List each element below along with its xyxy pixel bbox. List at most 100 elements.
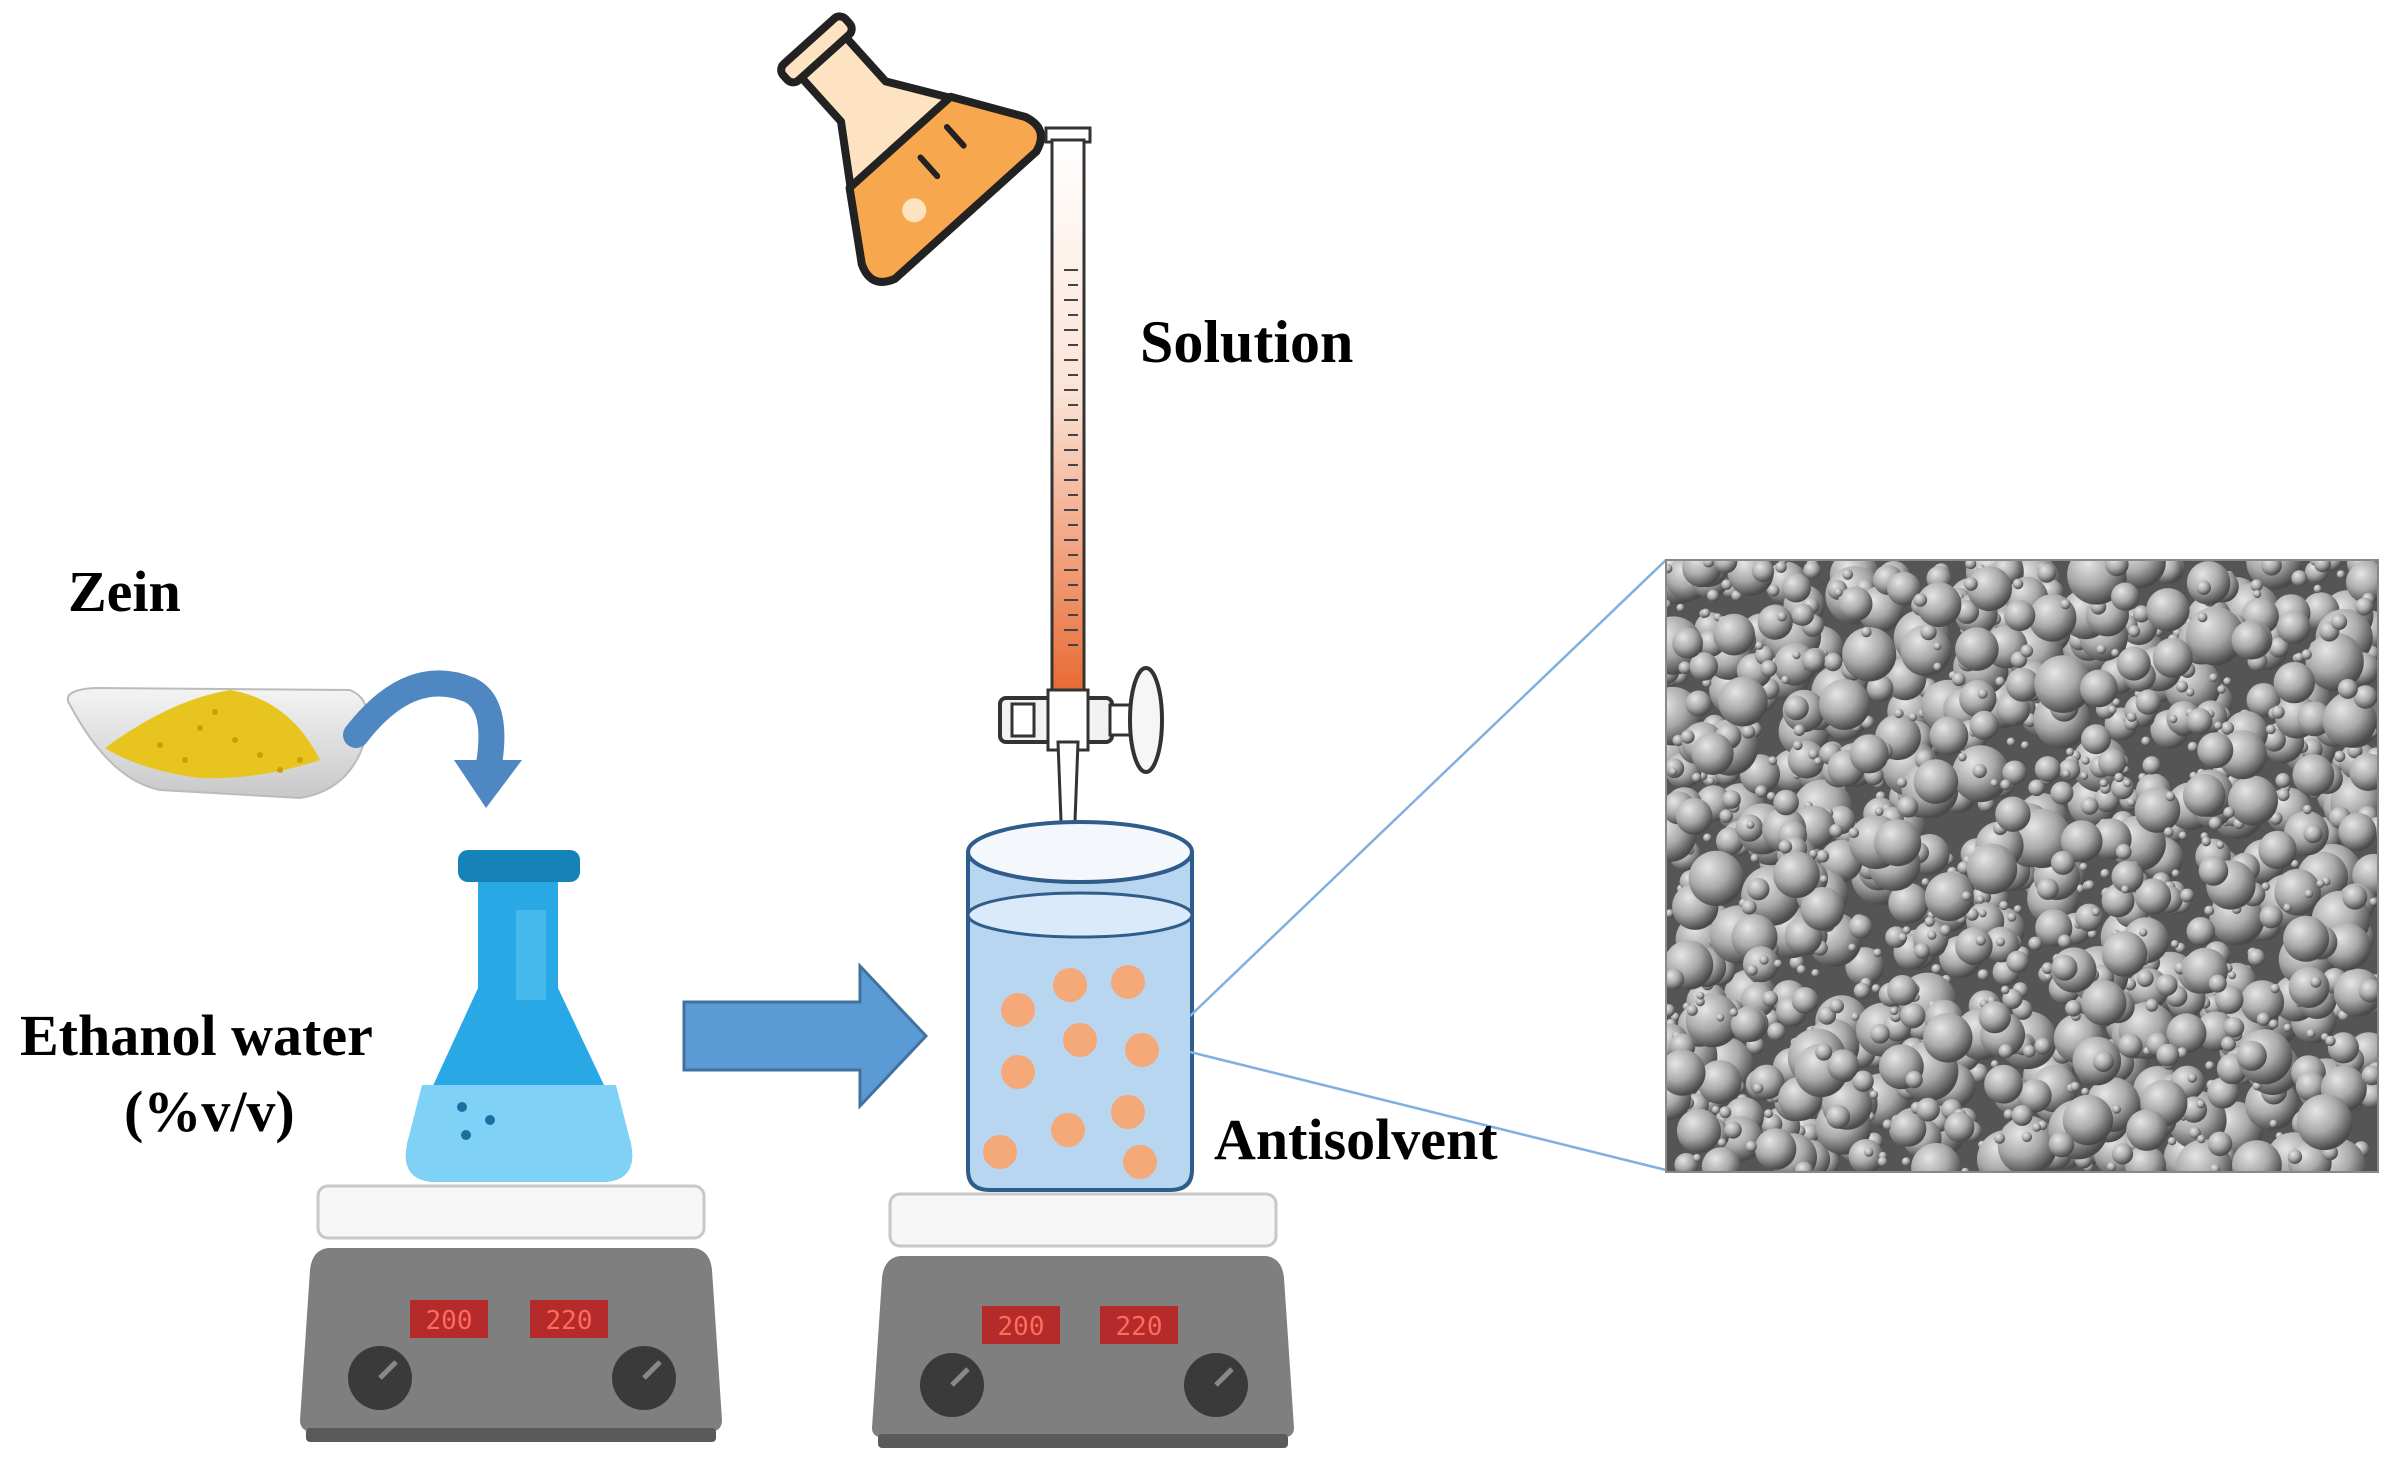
sem-particle xyxy=(2004,599,2036,632)
sem-particle xyxy=(1754,1128,1797,1170)
sem-particle xyxy=(1966,843,2018,895)
sem-particle xyxy=(2297,701,2333,737)
sem-particle xyxy=(2268,637,2289,658)
sem-particle xyxy=(1976,895,1985,904)
sem-particle xyxy=(2003,1109,2015,1120)
stirrer-right-display-2: 220 xyxy=(1116,1312,1163,1342)
sem-particle xyxy=(1969,710,1999,741)
sem-particle xyxy=(2006,950,2029,973)
sem-particle xyxy=(1933,662,1942,671)
sem-particle xyxy=(2178,831,2187,840)
sem-particle xyxy=(2096,644,2107,655)
sem-particle xyxy=(1816,849,1830,863)
sem-particle xyxy=(1686,1004,1698,1016)
sem-particle xyxy=(1689,652,1718,681)
sem-particle xyxy=(2269,1119,2278,1128)
sem-particle xyxy=(2087,929,2097,939)
sem-particle xyxy=(2209,673,2218,683)
sem-particle xyxy=(1887,975,1918,1006)
sem-particle xyxy=(1697,1060,1742,1105)
sem-particle xyxy=(2338,812,2377,851)
sem-particle xyxy=(1750,854,1759,863)
sem-particle xyxy=(2283,903,2292,912)
sem-particle xyxy=(2044,972,2053,981)
sem-particle xyxy=(1793,724,1806,736)
sem-particle xyxy=(1972,763,1987,779)
sem-particle xyxy=(2361,1065,2378,1086)
sem-particle xyxy=(1695,997,1705,1007)
sem-particle xyxy=(2011,1104,2033,1126)
sem-particle xyxy=(2288,967,2330,1008)
sem-particle xyxy=(2005,667,2040,702)
sem-particle xyxy=(1898,932,1908,943)
sem-particle xyxy=(1939,924,1951,936)
sem-particle xyxy=(2231,621,2270,660)
sem-particle xyxy=(2079,862,2088,872)
sem-particle xyxy=(2217,685,2226,694)
sem-particle xyxy=(2268,1019,2279,1029)
sem-particle xyxy=(1834,588,1843,597)
sem-particle xyxy=(2118,1033,2143,1058)
sem-particle xyxy=(1724,1121,1742,1139)
sem-particle xyxy=(1672,627,1703,659)
sem-particle xyxy=(1965,908,1979,921)
sem-particle xyxy=(1995,676,2005,687)
sem-particle xyxy=(2106,1162,2117,1172)
sem-particle xyxy=(2290,859,2299,868)
sem-particle xyxy=(2189,1126,2201,1139)
sem-particle xyxy=(1923,1013,1973,1063)
sem-particle xyxy=(2036,878,2059,900)
sem-particle xyxy=(1666,599,1671,609)
sem-particle xyxy=(1719,1106,1732,1119)
sem-particle xyxy=(2236,1040,2267,1071)
sem-particle xyxy=(1685,690,1712,717)
sem-particle xyxy=(1691,732,1734,776)
sem-particle xyxy=(2261,882,2270,891)
sem-particle xyxy=(1791,603,1815,626)
sem-particle xyxy=(2186,917,2216,946)
sem-particle xyxy=(1685,993,1740,1048)
sem-particle xyxy=(2135,878,2172,915)
sem-particle xyxy=(2006,737,2016,747)
sem-particle xyxy=(1823,652,1843,672)
sem-particle xyxy=(2021,741,2029,750)
pouring-flask-icon xyxy=(777,12,1045,286)
sem-particle xyxy=(1768,756,1778,766)
sem-particle xyxy=(1701,1147,1741,1172)
sem-particle xyxy=(1791,987,1819,1014)
sem-particle xyxy=(1826,1104,1851,1129)
sem-particle xyxy=(1716,1013,1725,1022)
sem-particle xyxy=(1778,839,1793,854)
sem-particle xyxy=(2258,830,2297,870)
sem-particle xyxy=(2156,1043,2180,1067)
sem-particle xyxy=(2305,632,2364,691)
sem-particle xyxy=(2259,905,2283,929)
sem-particle xyxy=(2034,655,2093,713)
sem-particle xyxy=(2197,1134,2206,1144)
sem-particle xyxy=(2146,588,2190,632)
sem-particle xyxy=(2304,889,2314,899)
sem-particle xyxy=(2283,1023,2292,1032)
sem-particle xyxy=(2062,1094,2114,1146)
sem-particle xyxy=(1837,586,1873,622)
sem-particle xyxy=(2018,1079,2052,1113)
sem-micrograph-image xyxy=(1665,559,2379,1173)
sem-particle xyxy=(1691,772,1702,783)
sem-particle xyxy=(2166,1013,2207,1054)
sem-particle xyxy=(2021,1131,2032,1143)
sem-particle xyxy=(2275,773,2291,788)
beaker-icon xyxy=(966,820,1194,1192)
sem-particle xyxy=(2126,1109,2168,1151)
sem-particle xyxy=(2058,758,2081,781)
sem-particle xyxy=(2165,791,2176,802)
sem-particle xyxy=(2208,816,2222,830)
sem-particle xyxy=(2182,774,2226,817)
sem-particle xyxy=(1731,590,1742,601)
sem-particle xyxy=(2139,928,2148,937)
sem-particle xyxy=(2187,1073,2197,1083)
sem-particle xyxy=(2081,980,2127,1026)
sem-particle xyxy=(2253,589,2262,599)
sem-particle xyxy=(2220,721,2235,735)
sem-particle xyxy=(1870,1024,1890,1044)
